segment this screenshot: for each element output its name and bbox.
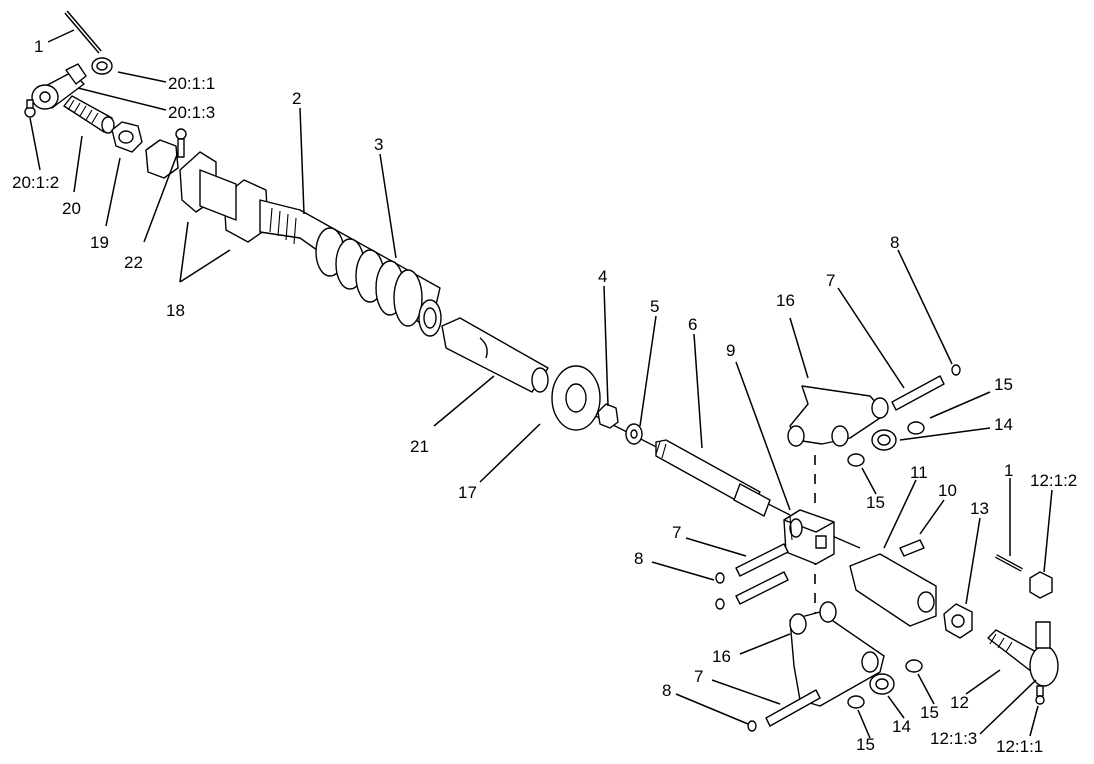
clip-8-top bbox=[951, 364, 961, 376]
callout-21: 21 bbox=[410, 437, 429, 456]
castle-nut-top bbox=[91, 57, 113, 75]
jam-nut-13 bbox=[943, 603, 973, 639]
clevis-11 bbox=[849, 553, 937, 627]
bushings-bottom bbox=[847, 659, 923, 709]
tie-rod-end-threaded-shank bbox=[63, 95, 115, 134]
rod-6 bbox=[655, 439, 771, 517]
callout-18: 18 bbox=[166, 301, 185, 320]
washer-5 bbox=[625, 423, 643, 445]
cotter-pin-right bbox=[995, 554, 1023, 572]
washer-17 bbox=[551, 365, 601, 431]
callout-20-1-3: 20:1:3 bbox=[168, 103, 215, 122]
callout-7-mid: 7 bbox=[672, 523, 681, 542]
callout-9: 9 bbox=[726, 341, 735, 360]
callout-20-1-2: 20:1:2 bbox=[12, 173, 59, 192]
callout-16-bottom: 16 bbox=[712, 647, 731, 666]
callout-5: 5 bbox=[650, 297, 659, 316]
callout-16-top: 16 bbox=[776, 291, 795, 310]
center-block-9 bbox=[783, 509, 835, 565]
castle-nut-right bbox=[1029, 571, 1053, 599]
callout-10: 10 bbox=[938, 481, 957, 500]
pin-10 bbox=[899, 539, 925, 557]
clip-8-bottom bbox=[747, 720, 757, 732]
callout-14-top: 14 bbox=[994, 415, 1013, 434]
tie-rod-end-ball-joint bbox=[31, 63, 87, 110]
pin-7-bottom bbox=[765, 689, 821, 727]
callout-8-top: 8 bbox=[890, 233, 899, 252]
callout-15-bottom-right: 15 bbox=[920, 703, 939, 722]
callout-8-bottom: 8 bbox=[662, 681, 671, 700]
callout-6: 6 bbox=[688, 315, 697, 334]
nut-4 bbox=[597, 403, 619, 429]
callout-19: 19 bbox=[90, 233, 109, 252]
callout-12-1-1: 12:1:1 bbox=[996, 737, 1043, 756]
callout-labels: 1 20:1:1 20:1:3 20:1:2 20 19 22 18 2 3 2… bbox=[12, 37, 1077, 756]
pin-7-top bbox=[891, 375, 945, 411]
bushing-14-top bbox=[871, 429, 897, 451]
callout-13: 13 bbox=[970, 499, 989, 518]
linkage-arm-16-bottom bbox=[789, 601, 885, 707]
leader-lines bbox=[29, 29, 1053, 739]
clips-8-mid bbox=[715, 572, 725, 610]
grease-fitting-right bbox=[1035, 685, 1045, 705]
grease-fitting-22 bbox=[175, 128, 187, 158]
callout-15-bottom: 15 bbox=[856, 735, 875, 754]
callout-11: 11 bbox=[910, 463, 928, 482]
callout-1-top: 1 bbox=[34, 37, 43, 56]
linkage-arm-16-top bbox=[787, 385, 889, 447]
callout-12: 12 bbox=[950, 693, 969, 712]
grease-fitting-top bbox=[24, 99, 36, 118]
callout-14-bottom: 14 bbox=[892, 717, 911, 736]
jam-nut-19 bbox=[111, 121, 143, 153]
spring-3 bbox=[315, 227, 442, 337]
pins-7-mid bbox=[735, 543, 789, 605]
callout-17: 17 bbox=[458, 483, 477, 502]
cotter-pin-top bbox=[64, 10, 102, 54]
callout-1-right: 1 bbox=[1004, 461, 1013, 480]
tie-rod-end-right bbox=[987, 621, 1059, 687]
callout-4: 4 bbox=[598, 267, 607, 286]
callout-20-1-1: 20:1:1 bbox=[168, 74, 215, 93]
bushing-15-top bbox=[847, 421, 925, 467]
callout-15-top: 15 bbox=[994, 375, 1013, 394]
callout-15-mid: 15 bbox=[866, 493, 885, 512]
callout-22: 22 bbox=[124, 253, 143, 272]
callout-12-1-2: 12:1:2 bbox=[1030, 471, 1077, 490]
callout-2: 2 bbox=[292, 89, 301, 108]
callout-3: 3 bbox=[374, 135, 383, 154]
sleeve-21 bbox=[441, 317, 549, 393]
callout-7-top: 7 bbox=[826, 271, 835, 290]
callout-8-mid: 8 bbox=[634, 549, 643, 568]
callout-20: 20 bbox=[62, 199, 81, 218]
callout-7-bottom: 7 bbox=[694, 667, 703, 686]
callout-12-1-3: 12:1:3 bbox=[930, 729, 977, 748]
